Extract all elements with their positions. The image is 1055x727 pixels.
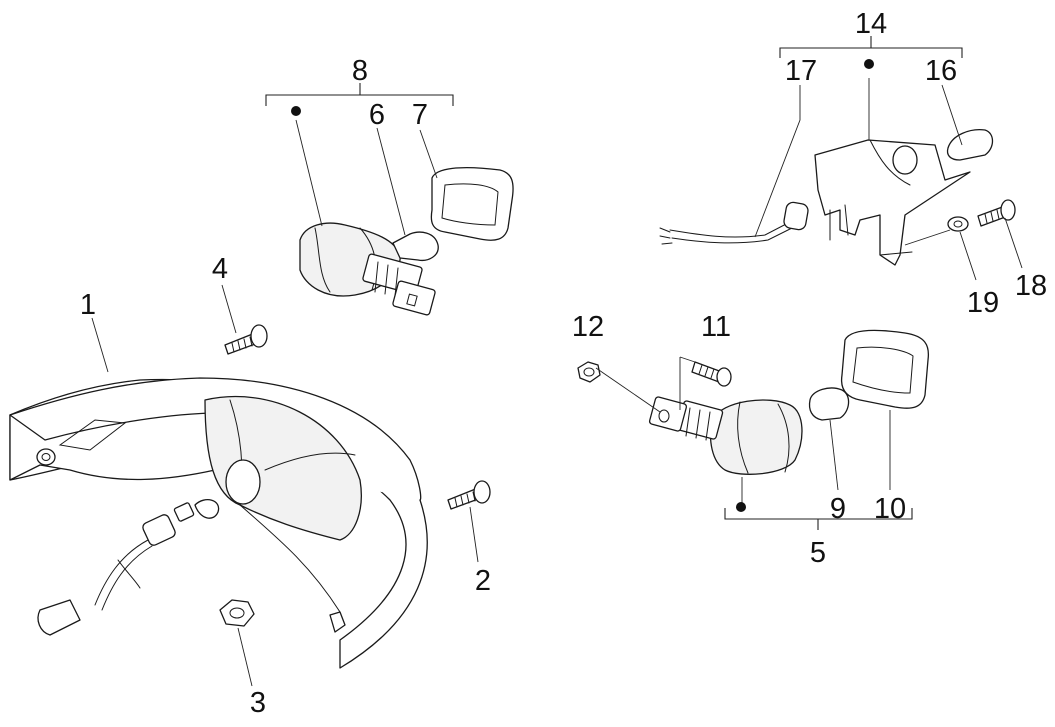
label-part-19: 19 [967,287,999,319]
label-part-12: 12 [572,311,604,343]
reference-dot-5 [736,502,746,512]
bracket-14 [779,36,963,58]
label-part-2: 2 [475,565,491,597]
nut-part-3 [219,599,255,627]
tail-light-housing [9,377,428,669]
label-part-3: 3 [250,687,266,719]
label-part-7: 7 [412,99,428,131]
bulb-holder-harness [37,499,220,636]
label-part-17: 17 [785,55,817,87]
label-part-18: 18 [1015,270,1047,302]
reference-dot-14 [864,59,874,69]
label-part-14: 14 [855,8,887,40]
indicator-assembly-8 [299,166,514,316]
screw-part-4 [224,324,268,355]
leader-lines [91,78,1023,687]
label-part-4: 4 [212,253,228,285]
bracket-5 [724,508,913,530]
label-part-16: 16 [925,55,957,87]
label-part-6: 6 [369,99,385,131]
plate-holder-assembly-14 [659,129,1016,266]
reference-dot-8 [291,106,301,116]
label-part-5: 5 [810,537,826,569]
indicator-assembly-5 [577,329,930,475]
label-part-1: 1 [80,289,96,321]
screw-part-2 [447,480,491,510]
bracket-8 [265,83,454,106]
label-part-10: 10 [874,493,906,525]
label-part-9: 9 [830,493,846,525]
label-part-8: 8 [352,55,368,87]
label-part-11: 11 [701,311,731,343]
